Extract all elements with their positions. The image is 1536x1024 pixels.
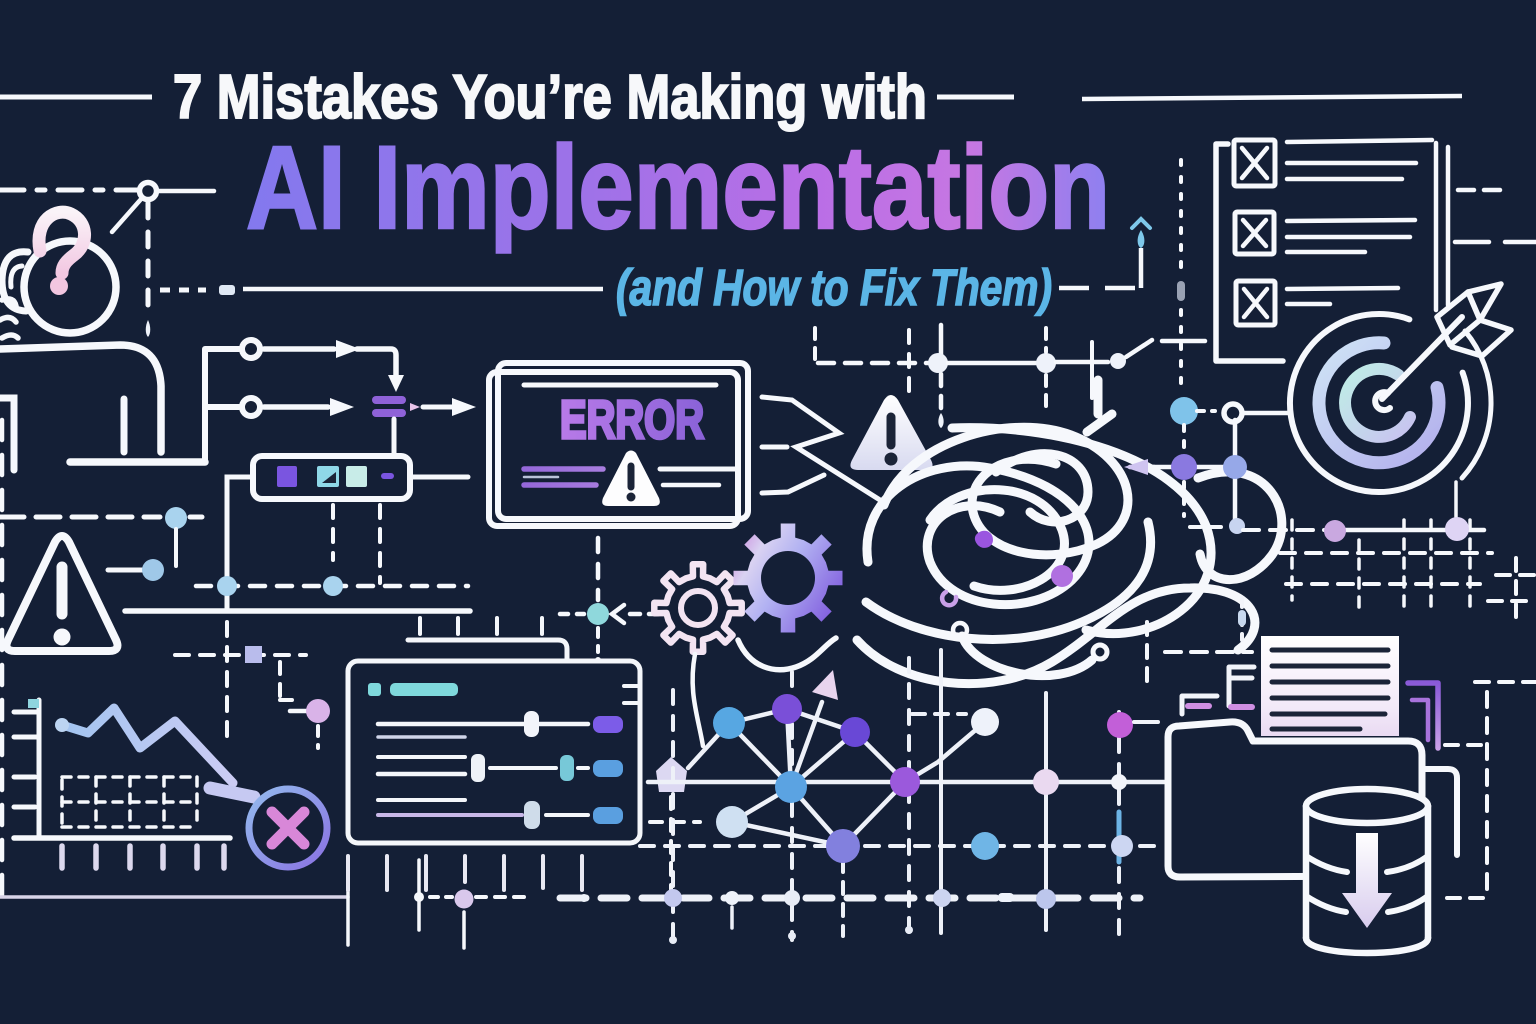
svg-text:ERROR: ERROR bbox=[560, 390, 704, 450]
svg-text:(and How to Fix Them): (and How to Fix Them) bbox=[616, 259, 1052, 316]
svg-text:7 Mistakes You’re Making with: 7 Mistakes You’re Making with bbox=[173, 63, 927, 132]
svg-text:AI Implementation: AI Implementation bbox=[246, 122, 1110, 254]
